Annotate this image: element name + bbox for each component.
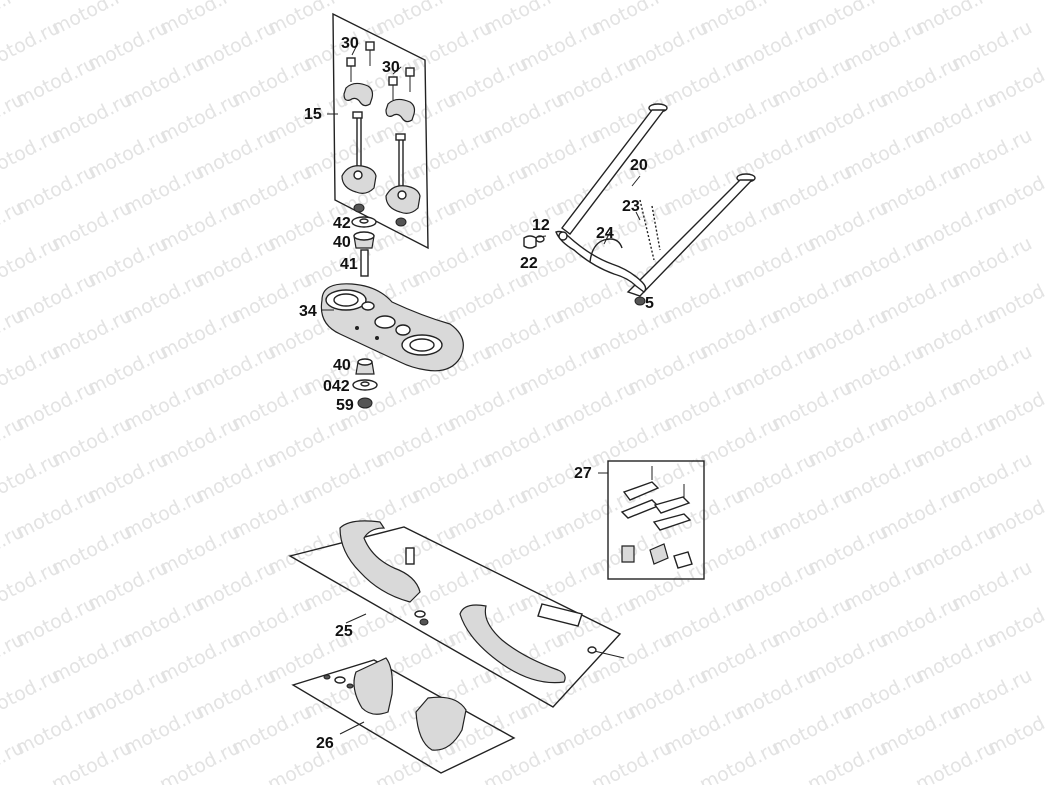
upper-clamp-right	[385, 98, 416, 123]
triple-clamp-34	[320, 283, 464, 372]
label-40-lower: 40	[333, 357, 351, 374]
hand-guard-left	[339, 520, 421, 603]
bracket-a	[622, 481, 660, 501]
mount-kit-27	[598, 460, 705, 580]
clamp-piece-a	[621, 545, 635, 563]
nut-5	[634, 296, 646, 306]
bracket-c	[653, 496, 691, 514]
label-34: 34	[299, 303, 317, 320]
label-27: 27	[574, 465, 592, 482]
stem-parts-upper	[351, 216, 377, 277]
nut-left	[353, 203, 365, 213]
bolt-30-right	[365, 41, 375, 66]
label-15: 15	[304, 106, 322, 123]
label-24: 24	[596, 225, 614, 242]
label-20: 20	[630, 157, 648, 174]
label-25: 25	[335, 623, 353, 640]
hand-guard-group-25	[288, 520, 625, 708]
stem-parts-lower	[352, 358, 378, 409]
part-labels: 30 30 15 42 40 41 34 40 042 59 20 23 12 …	[299, 35, 654, 752]
sleeve-41	[360, 249, 369, 277]
guard-plate-group-26	[291, 657, 516, 774]
clamp-piece-c	[673, 551, 693, 569]
label-42: 42	[333, 215, 351, 232]
spring-hook-24	[589, 238, 623, 263]
cap-22	[523, 235, 537, 249]
stand-leg-right	[626, 179, 754, 297]
nut-right	[395, 217, 407, 227]
label-12: 12	[532, 217, 550, 234]
label-22: 22	[520, 255, 538, 272]
mount-kit-box	[607, 460, 705, 580]
guard-bolt-left	[405, 547, 415, 565]
bolt-30-left	[346, 57, 356, 82]
screw-washer	[334, 676, 346, 684]
label-30-left: 30	[341, 35, 359, 52]
long-bolt-right-head	[395, 133, 406, 141]
label-23: 23	[622, 198, 640, 215]
stem-bore	[374, 315, 396, 329]
stand-leg-left	[561, 109, 666, 235]
bolt-30-fourth	[405, 67, 415, 92]
bracket-d	[652, 513, 692, 531]
nut-59	[357, 397, 373, 409]
clamp-panel-outline	[332, 12, 429, 250]
label-59: 59	[336, 397, 354, 414]
leader-lines	[322, 42, 641, 735]
handlebar-clamp-group	[332, 12, 429, 250]
label-26: 26	[316, 735, 334, 752]
grip-sleeve	[537, 603, 583, 627]
label-40-upper: 40	[333, 234, 351, 251]
clamp-piece-b	[649, 543, 669, 565]
long-bolt-left-head	[352, 111, 363, 119]
label-5: 5	[645, 295, 654, 312]
hand-guard-right	[459, 604, 566, 684]
side-stand-20	[523, 103, 756, 306]
label-41: 41	[340, 256, 358, 273]
spring-23-b	[651, 205, 661, 251]
guard-plate-right	[415, 696, 467, 751]
bracket-b	[620, 499, 660, 519]
upper-clamp-left	[343, 82, 374, 107]
spring-23-a	[639, 199, 655, 261]
guard-washer	[414, 610, 426, 618]
guard-plate-left	[353, 657, 393, 715]
bolt-30-third	[388, 76, 398, 100]
label-30-right: 30	[382, 59, 400, 76]
label-042: 042	[323, 378, 350, 395]
guard-plate-outline	[291, 659, 516, 774]
stand-crossbar	[555, 230, 647, 293]
hand-guard-plate	[288, 526, 622, 708]
